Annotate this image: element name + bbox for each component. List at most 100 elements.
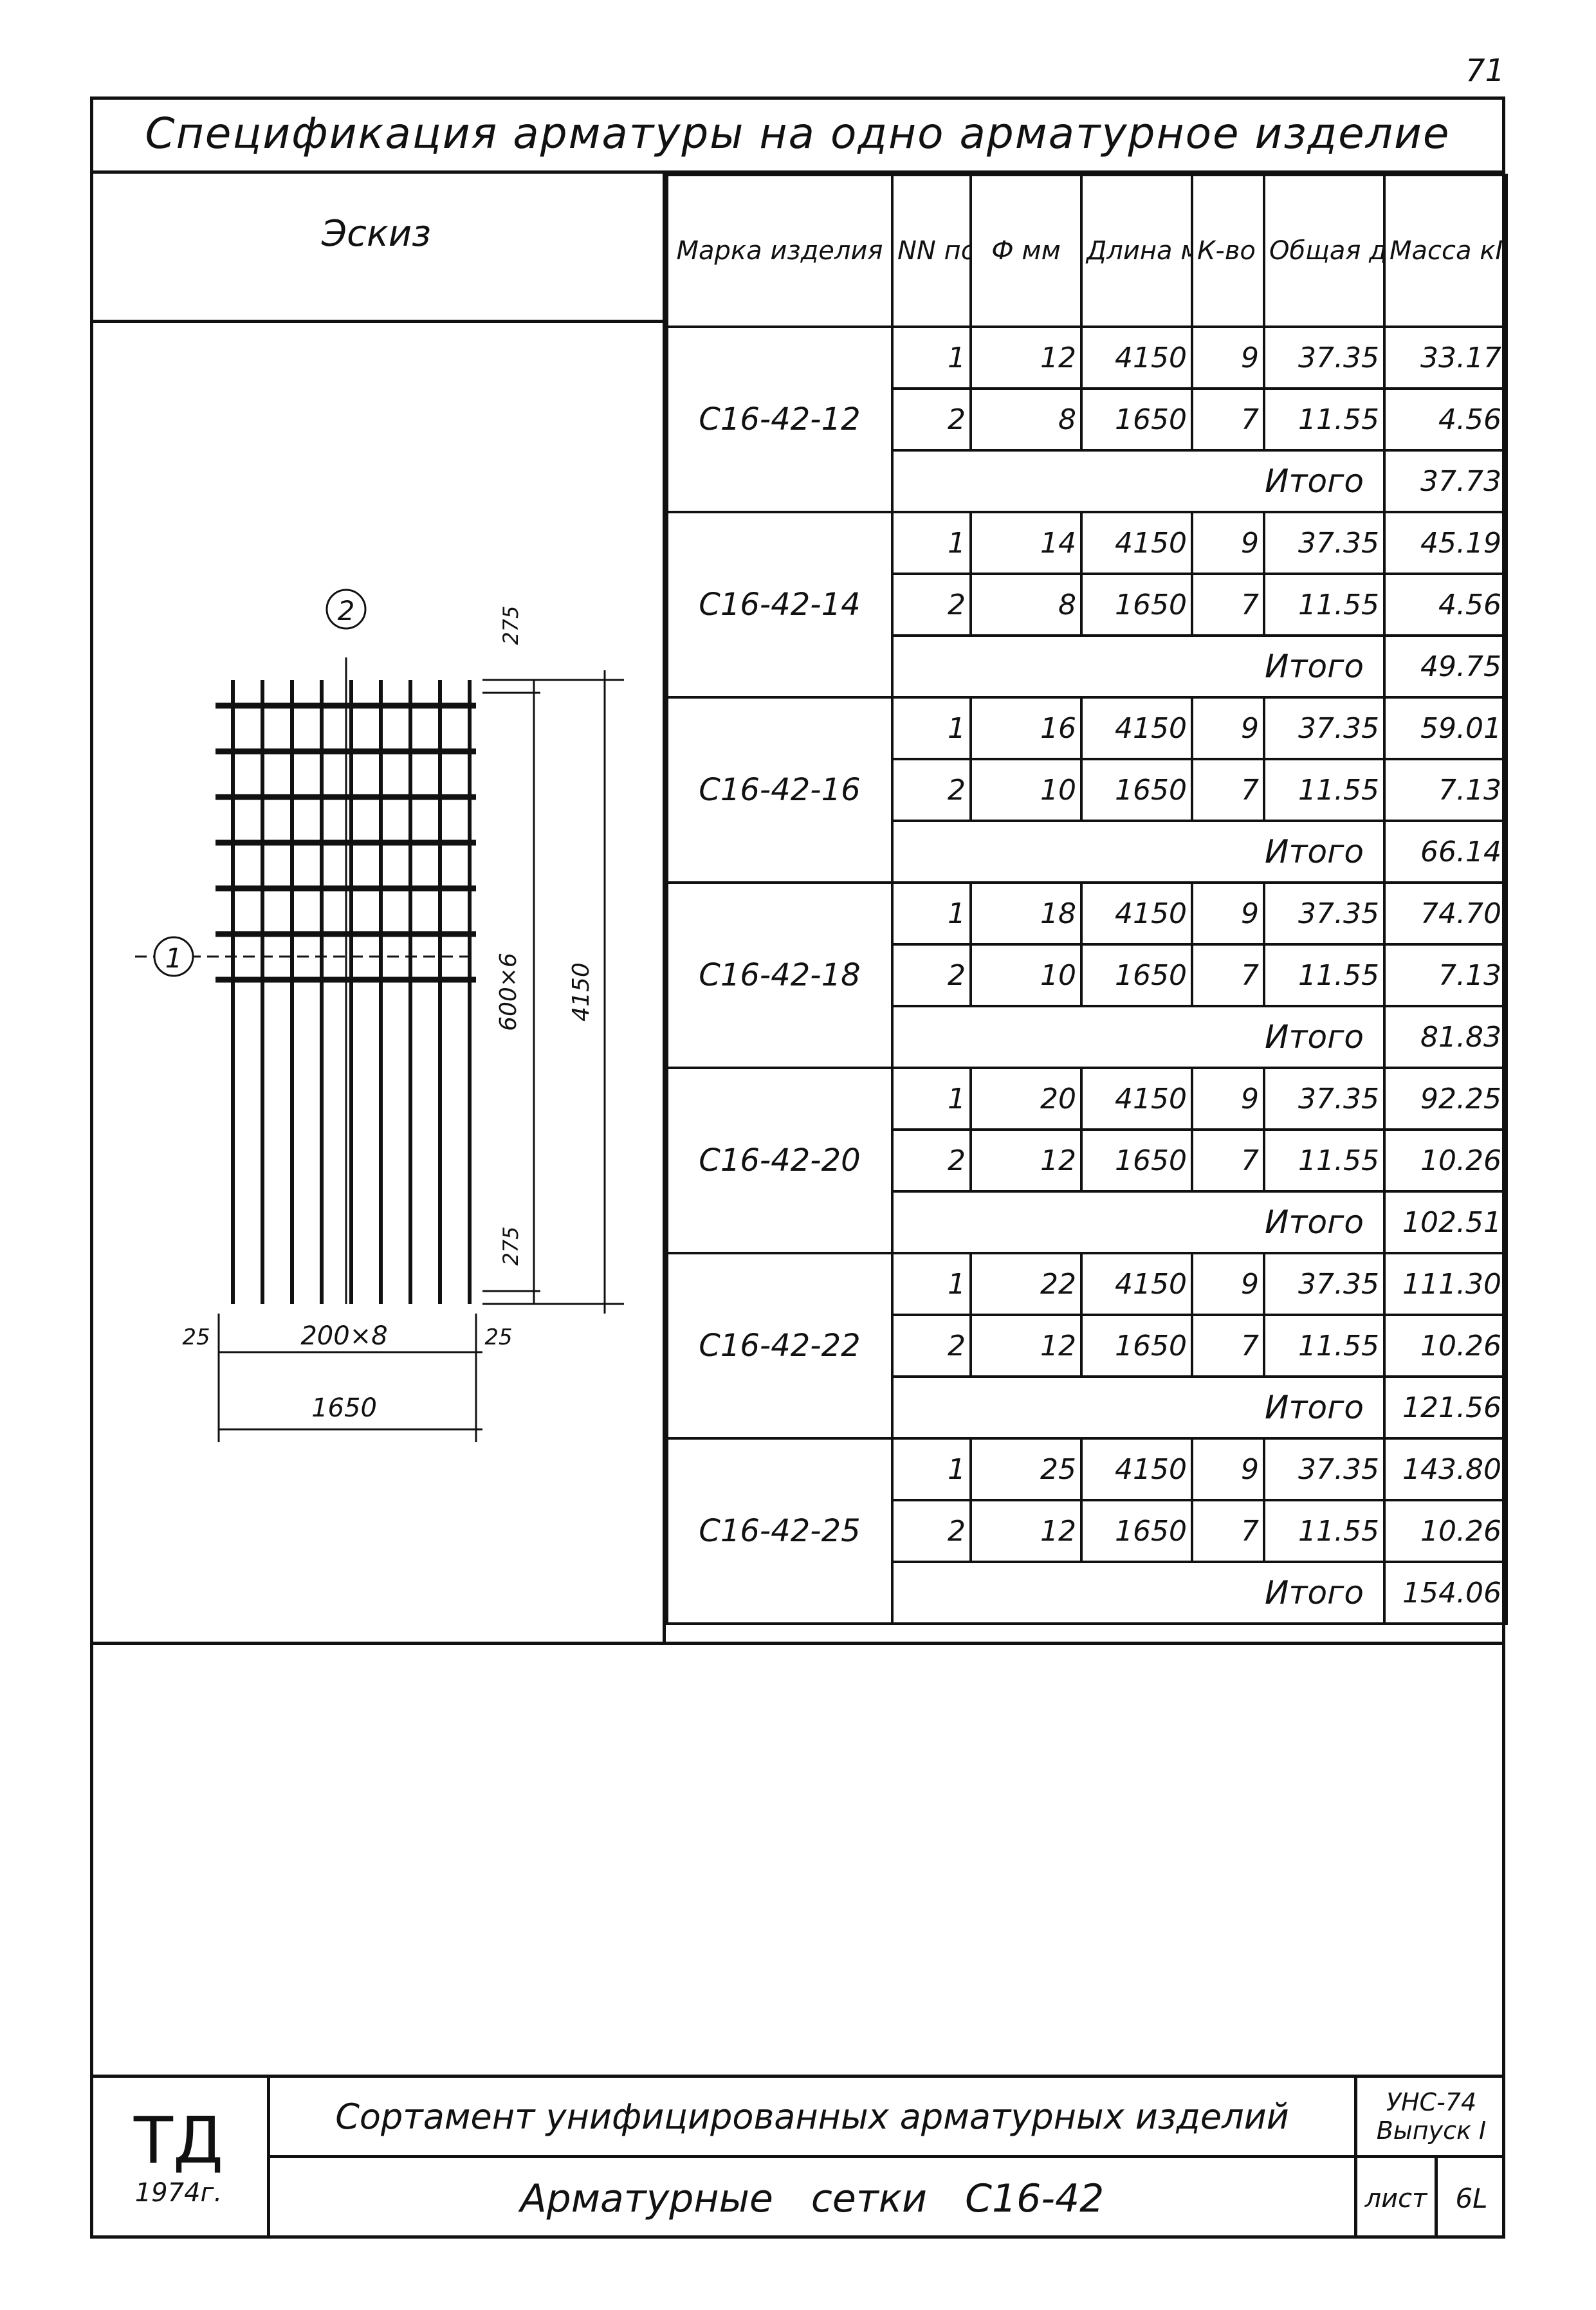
cell-pos: 2 [891,387,972,452]
total-mass: 37.73 [1383,449,1508,513]
header-total-len: Общая длина м [1263,174,1386,328]
cell-qty: 9 [1191,511,1265,575]
dim-spacing-label: 200×8 [300,1321,387,1351]
cell-length: 1650 [1080,758,1193,822]
document-subtitle: Арматурные сетки С16-42 [270,2158,1357,2239]
cell-pos: 1 [891,511,972,575]
cell-qty: 7 [1191,387,1265,452]
cell-total-len: 11.55 [1263,573,1386,637]
cell-length: 1650 [1080,1499,1193,1563]
cell-total-len: 37.35 [1263,325,1386,390]
cell-qty: 7 [1191,758,1265,822]
cell-pos: 1 [891,1437,972,1501]
cell-qty: 7 [1191,573,1265,637]
issue-text: Выпуск I [1376,2116,1487,2145]
cell-mass: 4.56 [1383,387,1508,452]
total-mass: 49.75 [1383,634,1508,699]
header-mass: Масса кГ [1383,174,1508,328]
cell-length: 4150 [1080,1437,1193,1501]
dim-top-label: 275 [499,605,523,645]
cell-mass: 10.26 [1383,1314,1508,1378]
cell-pos: 1 [891,325,972,390]
bubble-2-label: 2 [338,595,355,627]
cell-qty: 7 [1191,1499,1265,1563]
total-label: Итого [891,1561,1386,1625]
cell-dia: 12 [969,1128,1083,1193]
cell-total-len: 11.55 [1263,943,1386,1007]
cell-mass: 4.56 [1383,573,1508,637]
spec-title: Спецификация арматуры на одно арматурное… [90,96,1505,174]
spec-title-text: Спецификация арматуры на одно арматурное… [145,109,1451,158]
total-label: Итого [891,1190,1386,1254]
dim-total-height-label: 4150 [568,962,594,1022]
year: 1974г. [134,2178,223,2208]
code-text: УНС-74 [1386,2088,1477,2116]
cell-pos: 2 [891,758,972,822]
total-mass: 121.56 [1383,1375,1508,1440]
dim-right-label: 25 [484,1325,512,1350]
bubble-1-circle [153,936,194,977]
cell-qty: 7 [1191,1314,1265,1378]
product-mark: С16-42-20 [666,1067,894,1254]
dim-left-label: 25 [182,1325,210,1350]
cell-mass: 143.80 [1383,1437,1508,1501]
cell-pos: 1 [891,1067,972,1131]
cell-mass: 92.25 [1383,1067,1508,1131]
total-mass: 102.51 [1383,1190,1508,1254]
table-header-row: Марка изделия NN поз. Ф мм Длина мм К-во… [666,174,1508,328]
cell-mass: 10.26 [1383,1499,1508,1563]
document-code: УНС-74 Выпуск I [1357,2078,1505,2158]
cell-dia: 12 [969,1314,1083,1378]
cell-length: 1650 [1080,1314,1193,1378]
product-mark: С16-42-12 [666,325,894,513]
cell-length: 4150 [1080,1252,1193,1316]
cell-total-len: 11.55 [1263,387,1386,452]
cell-total-len: 37.35 [1263,1437,1386,1501]
cell-mass: 111.30 [1383,1252,1508,1316]
cell-total-len: 37.35 [1263,511,1386,575]
cell-pos: 2 [891,1128,972,1193]
cell-length: 4150 [1080,1067,1193,1131]
total-label: Итого [891,1375,1386,1440]
cell-dia: 8 [969,387,1083,452]
cell-total-len: 37.35 [1263,881,1386,946]
cell-mass: 7.13 [1383,758,1508,822]
cell-pos: 2 [891,1314,972,1378]
cell-dia: 12 [969,1499,1083,1563]
product-mark: С16-42-25 [666,1437,894,1625]
cell-pos: 1 [891,881,972,946]
header-qty: К-во шт. [1191,174,1265,328]
cell-total-len: 37.35 [1263,696,1386,760]
cell-dia: 18 [969,881,1083,946]
dim-middle-label: 600×6 [495,953,522,1031]
cell-total-len: 11.55 [1263,1314,1386,1378]
header-pos: NN поз. [891,174,972,328]
cell-qty: 9 [1191,881,1265,946]
cell-pos: 1 [891,1252,972,1316]
cell-length: 1650 [1080,1128,1193,1193]
sketch-header: Эскиз [90,174,666,323]
org-logo: ТД [133,2103,224,2178]
total-label: Итого [891,449,1386,513]
bubble-2-circle [326,589,367,630]
spec-table: Марка изделия NN поз. Ф мм Длина мм К-во… [666,174,1508,1625]
total-mass: 66.14 [1383,820,1508,884]
cell-dia: 20 [969,1067,1083,1131]
cell-dia: 10 [969,943,1083,1007]
document-title: Сортамент унифицированных арматурных изд… [270,2078,1357,2158]
